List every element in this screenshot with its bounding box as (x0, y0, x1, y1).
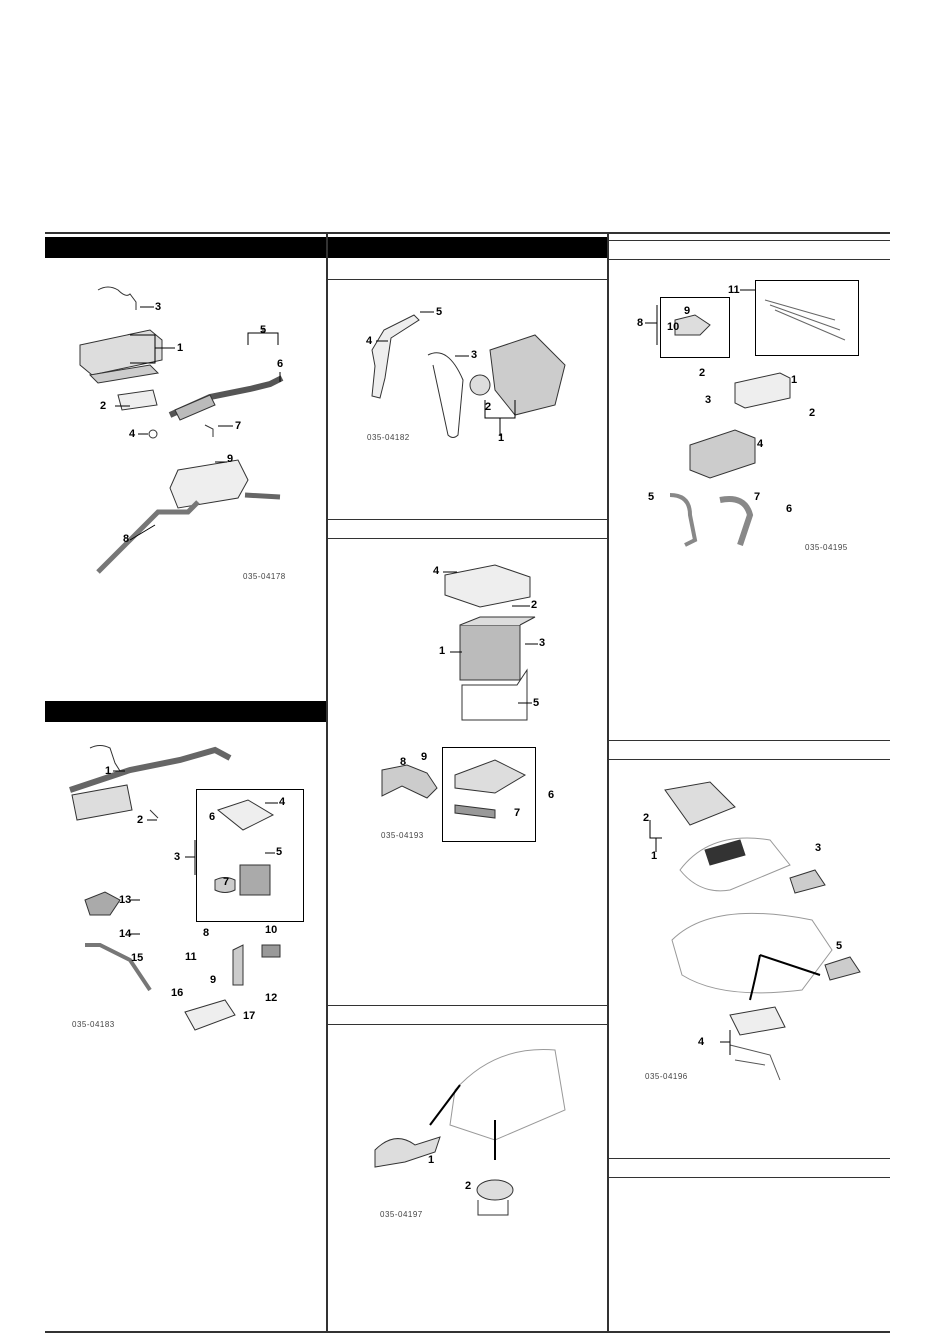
callout: 4 (698, 1036, 705, 1048)
muffler-illustration (96, 459, 281, 574)
figure-code: 035-04196 (645, 1072, 688, 1081)
callout: 7 (754, 491, 761, 503)
callout: 2 (137, 814, 144, 826)
column-divider (326, 232, 328, 1333)
callout: 9 (227, 453, 234, 465)
callout: 4 (366, 335, 373, 347)
callout: 6 (786, 503, 793, 515)
callout: 8 (123, 533, 130, 545)
callout: 13 (119, 894, 132, 906)
figure-code: 035-04182 (367, 433, 410, 442)
callout: 6 (209, 811, 216, 823)
callout: 7 (514, 807, 521, 819)
callout: 4 (129, 428, 136, 440)
callout: 1 (177, 342, 184, 354)
callout: 5 (533, 697, 540, 709)
callout: 9 (684, 305, 691, 317)
callout: 11 (185, 951, 197, 963)
section-rule (609, 259, 890, 260)
section-rule (609, 740, 890, 741)
callout: 6 (277, 358, 284, 370)
callout: 8 (400, 756, 407, 768)
callout: 10 (265, 924, 278, 936)
callout: 15 (131, 952, 144, 964)
callout: 1 (498, 432, 505, 444)
figure-code: 035-04195 (805, 543, 848, 552)
section-rule (328, 538, 607, 539)
callout: 2 (100, 400, 107, 412)
callout: 5 (436, 306, 443, 318)
callout: 14 (119, 928, 132, 940)
callout: 3 (705, 394, 712, 406)
callout: 9 (210, 974, 217, 986)
callout: 4 (279, 796, 286, 808)
callout: 5 (648, 491, 655, 503)
alternator-illustration (371, 314, 566, 438)
callout: 2 (643, 812, 650, 824)
figure-code: 035-04178 (243, 572, 286, 581)
callout: 8 (203, 927, 210, 939)
callout: 1 (651, 850, 658, 862)
section-rule (609, 1177, 890, 1178)
callout: 8 (637, 317, 644, 329)
callout: 2 (699, 367, 706, 379)
detail-box (755, 280, 859, 356)
callout: 17 (243, 1010, 256, 1022)
column-divider (607, 232, 609, 1333)
callout: 4 (433, 565, 440, 577)
figure-code: 035-04193 (381, 831, 424, 840)
callout: 4 (757, 438, 764, 450)
section-header-bar (45, 701, 326, 722)
bottom-rule (45, 1331, 890, 1333)
callout: 1 (791, 374, 798, 386)
section-rule (609, 759, 890, 760)
callout: 3 (174, 851, 181, 863)
battery-illustration (381, 564, 536, 819)
section-rule (609, 240, 890, 241)
figure-code: 035-04183 (72, 1020, 115, 1029)
callout: 10 (667, 321, 680, 333)
callout: 16 (171, 987, 184, 999)
detail-box (442, 747, 536, 842)
callout: 6 (548, 789, 555, 801)
callout: 7 (235, 420, 242, 432)
detail-box (660, 297, 730, 358)
callout: 5 (836, 940, 843, 952)
callout: 2 (485, 401, 492, 413)
callout: 1 (105, 765, 112, 777)
callout: 11 (728, 284, 740, 296)
section-rule (609, 1158, 890, 1159)
horn-illustration (374, 1049, 566, 1216)
front-pipe-illustration (168, 375, 284, 437)
vehicle-illustration (664, 781, 861, 1081)
section-header-bar (328, 237, 607, 258)
section-rule (328, 1005, 607, 1006)
callout: 12 (265, 992, 278, 1004)
section-header-bar (45, 237, 326, 258)
figure-code: 035-04197 (380, 1210, 423, 1219)
callout: 5 (260, 324, 267, 336)
callout: 3 (155, 301, 162, 313)
callout: 1 (428, 1154, 435, 1166)
callout: 3 (815, 842, 822, 854)
callout: 5 (276, 846, 283, 858)
callout: 9 (421, 751, 428, 763)
callout: 1 (439, 645, 446, 657)
callout: 3 (471, 349, 478, 361)
section-rule (328, 519, 607, 520)
callout: 2 (809, 407, 816, 419)
section-rule (328, 279, 607, 280)
callout: 3 (539, 637, 546, 649)
catalyst-system-illustration (69, 745, 281, 1031)
section-rule (328, 1024, 607, 1025)
top-rule (45, 232, 890, 234)
detail-box (196, 789, 304, 922)
control-unit-illustration (669, 299, 846, 547)
exhaust-manifold-illustration (79, 286, 163, 439)
callout: 7 (223, 876, 230, 888)
leader-lines (113, 289, 755, 1055)
callout: 2 (465, 1180, 472, 1192)
callout: 2 (531, 599, 538, 611)
